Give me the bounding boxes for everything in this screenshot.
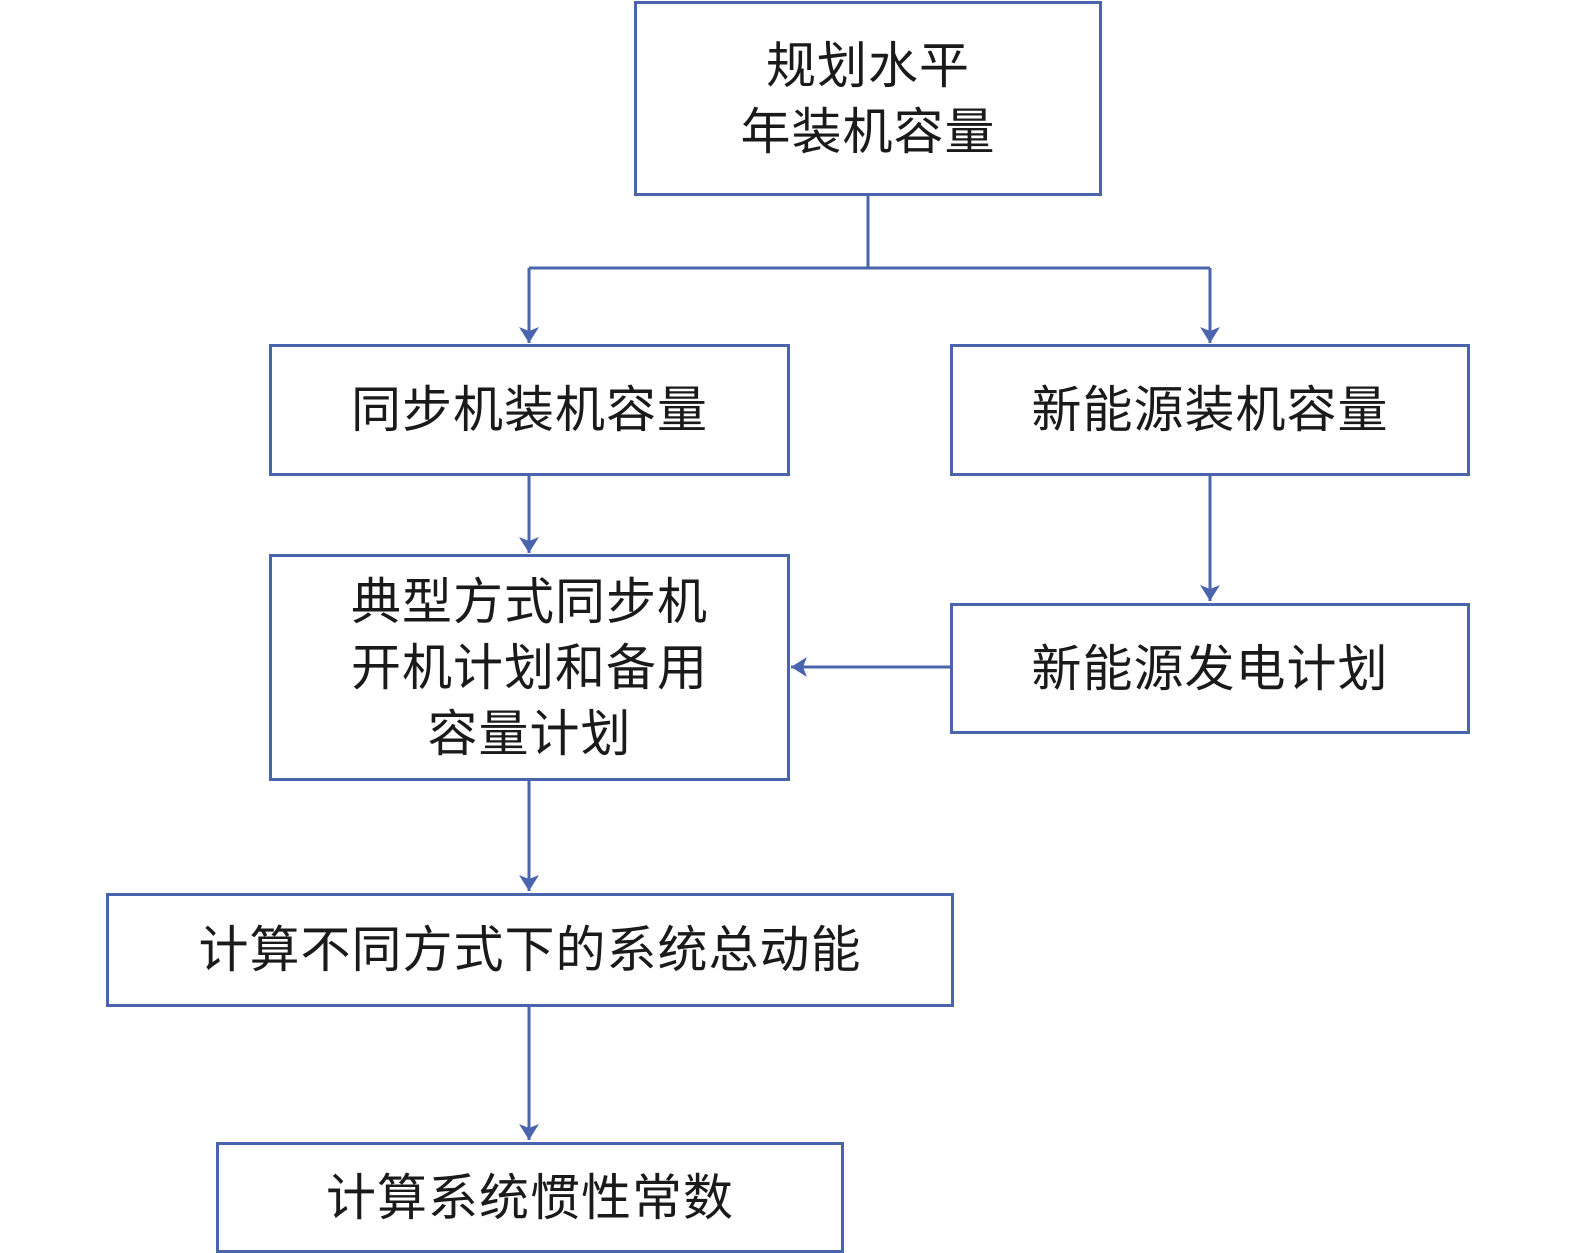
node-new-energy-generation-line-1: 新能源发电计划 <box>1031 639 1389 698</box>
node-planning-line-1: 规划水平 <box>766 36 970 95</box>
node-sync-schedule-line-1: 典型方式同步机 <box>351 572 708 631</box>
node-inertia-constant-line-1: 计算系统惯性常数 <box>326 1168 734 1227</box>
node-planning-line-2: 年装机容量 <box>740 102 996 161</box>
node-sync-schedule-line-2: 开机计划和备用 <box>351 638 708 697</box>
node-sync-schedule-line-3: 容量计划 <box>427 704 632 763</box>
node-new-energy-capacity: 新能源装机容量 <box>950 344 1470 476</box>
node-inertia-constant: 计算系统惯性常数 <box>216 1142 844 1253</box>
node-new-energy-capacity-line-1: 新能源装机容量 <box>1031 381 1389 439</box>
node-sync-capacity-line-1: 同步机装机容量 <box>351 381 708 439</box>
node-kinetic-energy-line-1: 计算不同方式下的系统总动能 <box>198 921 862 979</box>
node-sync-schedule: 典型方式同步机 开机计划和备用 容量计划 <box>269 554 790 781</box>
node-new-energy-generation: 新能源发电计划 <box>950 603 1470 734</box>
node-planning: 规划水平 年装机容量 <box>634 1 1102 196</box>
node-kinetic-energy: 计算不同方式下的系统总动能 <box>106 893 954 1007</box>
node-sync-capacity: 同步机装机容量 <box>269 344 790 476</box>
